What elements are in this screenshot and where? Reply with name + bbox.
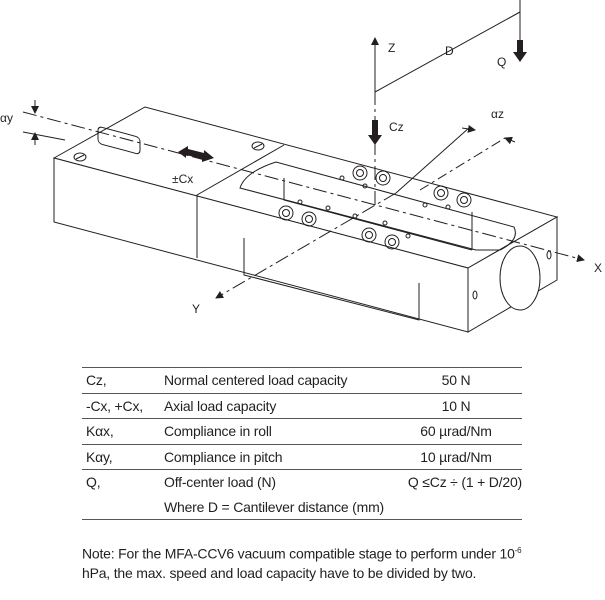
value: 50 N — [390, 367, 522, 394]
symbol: -Cx, +Cx, — [82, 393, 160, 419]
table-row: -Cx, +Cx, Axial load capacity 10 N — [82, 393, 522, 419]
footnote-row: Where D = Cantilever distance (mm) — [160, 494, 522, 520]
value: Q ≤Cz ÷ (1 + D/20) — [407, 474, 522, 491]
label-alpha-y: αy — [0, 111, 13, 125]
label-q: Q — [497, 55, 506, 69]
description: Off-center load (N) — [164, 474, 276, 491]
value: 10 µrad/Nm — [390, 444, 522, 470]
symbol: Kαy, — [82, 444, 160, 470]
label-z: Z — [388, 41, 395, 55]
label-d: D — [445, 44, 454, 58]
label-alpha-z: αz — [491, 107, 504, 121]
x-axis — [22, 111, 585, 263]
symbol: Kαx, — [82, 418, 160, 445]
cz-arrow — [368, 120, 382, 145]
vacuum-note: Note: For the MFA-CCV6 vacuum compatible… — [82, 545, 522, 581]
cx-double-arrow — [178, 146, 214, 162]
value: 10 N — [390, 393, 522, 419]
description: Compliance in pitch — [160, 444, 390, 470]
symbol: Q, — [86, 474, 101, 491]
table-row: Kαy, Compliance in pitch 10 µrad/Nm — [82, 444, 522, 470]
label-x: X — [594, 261, 602, 275]
symbol: Cz, — [82, 367, 160, 394]
q-arrow — [513, 40, 527, 62]
y-axis — [215, 192, 397, 299]
logo-badge — [499, 245, 541, 311]
label-cx: ±Cx — [172, 172, 193, 186]
value: 60 µrad/Nm — [390, 418, 522, 445]
stage-diagram: αy ±Cx Z D Q Cz αz X Y — [0, 0, 602, 333]
table-row: Q, Off-center load (N) Q ≤Cz ÷ (1 + D/20… — [82, 470, 522, 495]
table-row: Cz, Normal centered load capacity 50 N — [82, 367, 522, 394]
description: Axial load capacity — [160, 393, 390, 419]
description: Normal centered load capacity — [160, 367, 390, 394]
table-row: Kαx, Compliance in roll 60 µrad/Nm — [82, 418, 522, 445]
description: Compliance in roll — [160, 418, 390, 445]
specs-table: Cz, Normal centered load capacity 50 N -… — [82, 367, 522, 520]
top-recess — [239, 161, 516, 251]
label-cz: Cz — [389, 120, 404, 134]
label-y: Y — [192, 302, 200, 316]
table-row: Where D = Cantilever distance (mm) — [82, 494, 522, 520]
